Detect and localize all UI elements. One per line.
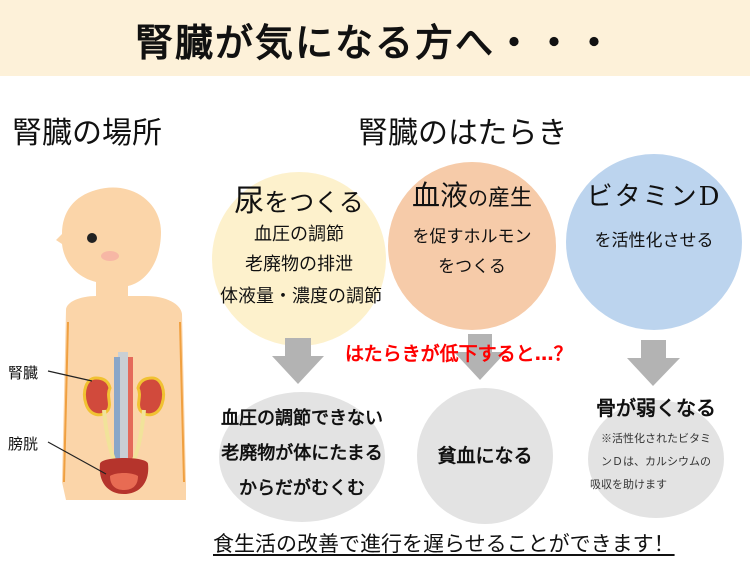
function-urine-main: 尿: [234, 184, 265, 219]
effect-blood-line-1: 貧血になる: [437, 445, 533, 467]
vein-shape: [114, 357, 120, 477]
arrow-down-3: [627, 340, 680, 386]
warning-text: はたらきが低下すると…？: [345, 343, 573, 365]
effect-urine-line-2: 老廃物が体にたまる: [221, 443, 383, 464]
circle-blood: [388, 162, 556, 330]
cheek-shape: [101, 251, 119, 261]
heading-kidney-function: 腎臓のはたらき: [358, 116, 568, 151]
function-urine-line-3: 体液量・濃度の調節: [220, 286, 382, 307]
circle-effect-blood: [417, 388, 553, 524]
label-bladder: 膀胱: [8, 435, 39, 453]
footer-message: 食生活の改善で進行を遅らせることができます！: [213, 532, 675, 556]
bladder-inner: [110, 473, 138, 490]
effect-urine-line-1: 血圧の調節できない: [221, 408, 383, 429]
effect-bone-title: 骨が弱くなる: [596, 396, 716, 420]
circle-urine: [212, 172, 386, 346]
artery-shape: [128, 357, 133, 477]
effect-bone-note-3: 吸収を助けます: [590, 478, 667, 491]
kidney-left: [82, 376, 112, 417]
circle-effect-bone: [588, 400, 724, 518]
effect-bone-note-2: ンＤは、カルシウムの: [601, 455, 711, 468]
effect-urine-line-3: からだがむくむ: [239, 478, 365, 499]
leader-bladder: [47, 441, 107, 475]
function-urine-line-1: 血圧の調節: [254, 224, 344, 245]
circle-vitamin: [566, 154, 742, 330]
arm-right: [179, 321, 185, 483]
function-blood-main2: 産生: [488, 186, 533, 211]
leader-kidney: [47, 370, 93, 382]
label-kidney: 腎臓: [8, 364, 39, 382]
function-urine-title: 尿をつくる: [212, 176, 386, 220]
title-band: [0, 0, 750, 76]
function-vitamin-line-1: を活性化させる: [594, 231, 714, 251]
circle-effect-urine: [219, 392, 385, 522]
function-urine-main-rest: をつくる: [264, 188, 364, 217]
effect-bone-note-1: ※活性化されたビタミ: [601, 432, 711, 445]
function-urine-line-2: 老廃物の排泄: [245, 254, 353, 275]
arrow-down-1: [272, 338, 324, 384]
function-blood-line-2: をつくる: [438, 257, 506, 277]
body-illustration: [56, 187, 186, 500]
eye-shape: [87, 233, 97, 243]
head-shape: [56, 187, 161, 302]
function-blood-main: 血液: [411, 179, 468, 212]
kidney-right: [136, 376, 166, 417]
function-blood-title: 血液の産生: [388, 174, 556, 214]
spine-shape: [118, 352, 128, 492]
arm-left: [63, 321, 69, 483]
function-blood-mid: の: [468, 186, 488, 210]
page-title: 腎臓が気になる方へ・・・: [134, 21, 615, 65]
function-vitamin-title: ビタミンD: [586, 182, 722, 212]
function-blood-line-1: を促すホルモン: [412, 227, 532, 247]
heading-kidney-location: 腎臓の場所: [12, 116, 162, 151]
arrow-down-2: [454, 334, 506, 380]
